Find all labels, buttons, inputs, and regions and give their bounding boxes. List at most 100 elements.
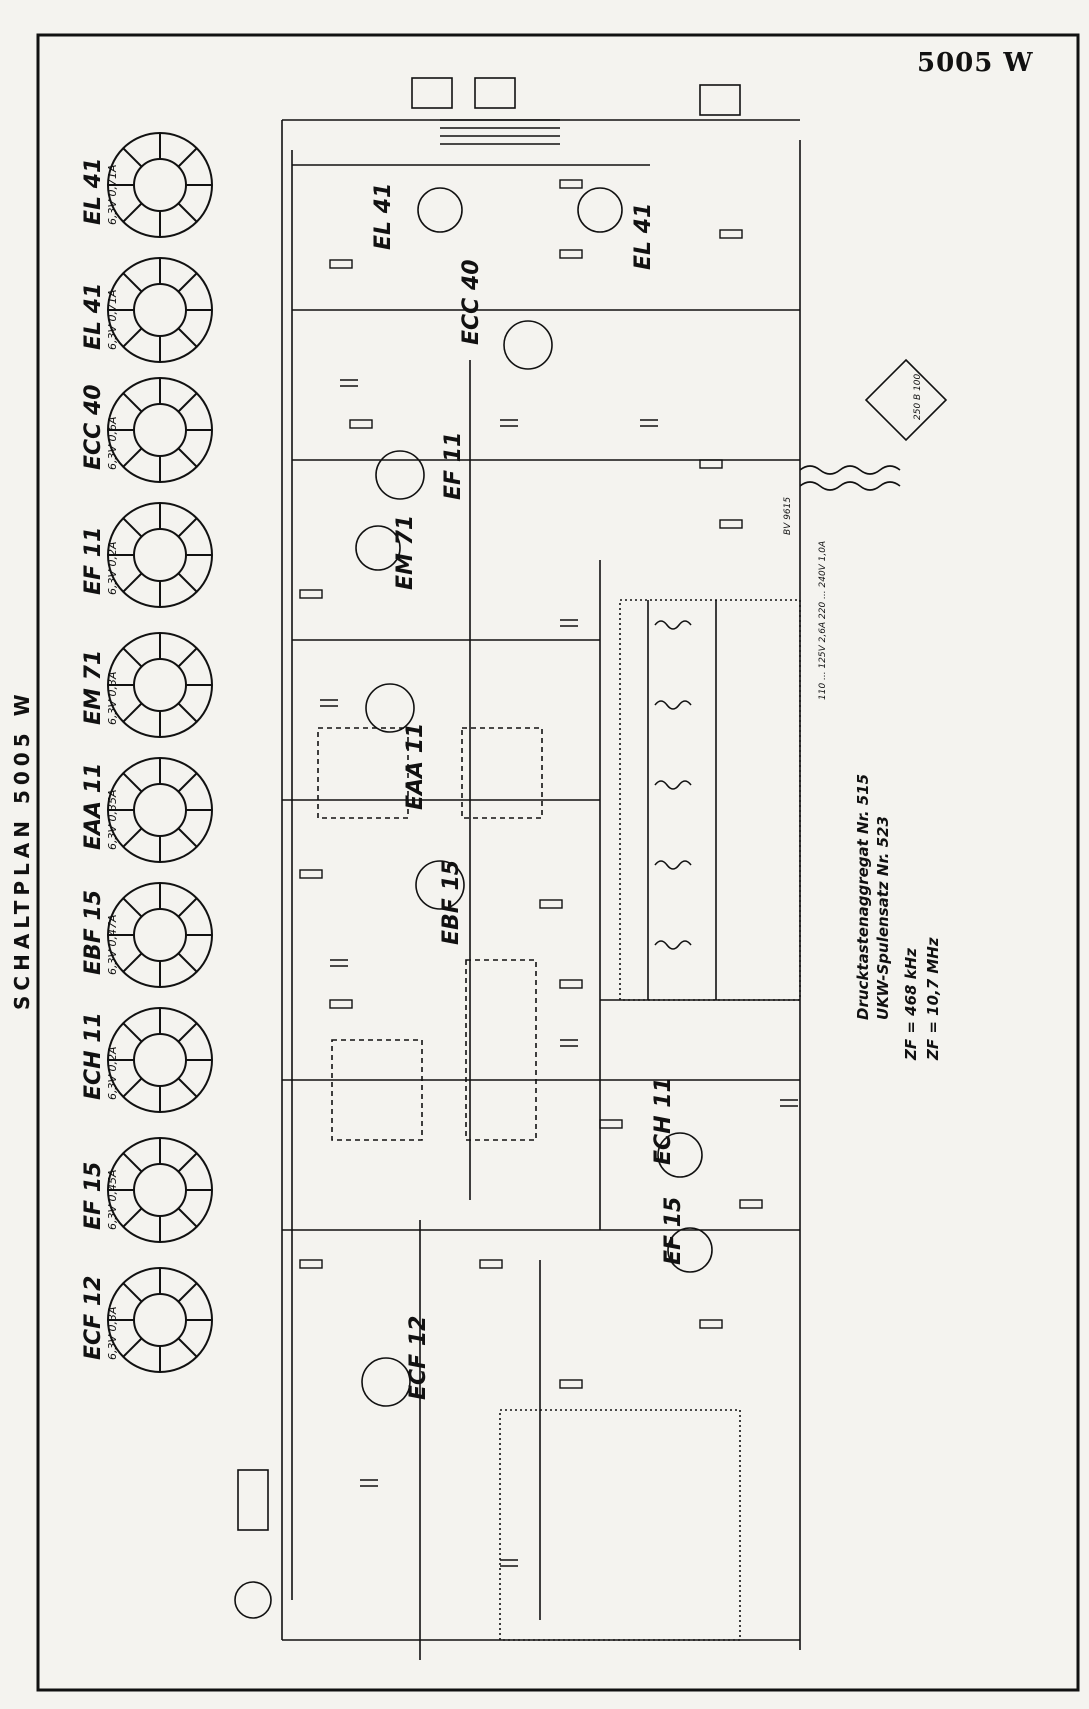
- label-rectifier: 250 B 100: [913, 373, 923, 420]
- label-eaa11: EAA 11: [403, 723, 428, 810]
- frame: [36, 33, 1080, 1692]
- tube-pin: [122, 202, 143, 223]
- tube-pin: [122, 1077, 143, 1098]
- resistor-symbol: [299, 869, 323, 879]
- note-if-fm: ZF = 10,7 MHz: [924, 937, 942, 1061]
- tube-pin: [122, 772, 143, 793]
- tube-spec: 6,3V 0,6A: [106, 416, 119, 470]
- tube-pin: [177, 1022, 198, 1043]
- tube-pin: [177, 952, 198, 973]
- label-el41-b: EL 41: [631, 203, 656, 270]
- tube-pin: [122, 647, 143, 668]
- tube-pin: [122, 392, 143, 413]
- resistor-symbol: [699, 1319, 723, 1329]
- tube-pin: [122, 517, 143, 538]
- resistor-symbol: [559, 249, 583, 259]
- resistor-symbol: [559, 979, 583, 989]
- passive-components: [299, 179, 798, 1567]
- tube-spec: 6,3V 0,2A: [106, 541, 119, 595]
- tube-pin: [122, 447, 143, 468]
- label-ef15: EF 15: [661, 1197, 686, 1265]
- resistor-symbol: [329, 999, 353, 1009]
- label-ecf12: ECF 12: [406, 1316, 431, 1400]
- tube-pin: [122, 1282, 143, 1303]
- tube-envelope: [133, 1033, 187, 1087]
- resistor-symbol: [299, 589, 323, 599]
- tube-pin: [177, 327, 198, 348]
- label-transformer-taps: 110 ... 125V 2,6A 220 ... 240V 1,0A: [818, 541, 828, 700]
- tube-pin: [122, 327, 143, 348]
- label-ebf15: EBF 15: [439, 860, 464, 945]
- notes: Drucktastenaggregat Nr. 515 UKW-Spulensa…: [854, 774, 942, 1061]
- resistor-symbol: [349, 419, 373, 429]
- tube-spec: 6,3V 0,71A: [106, 289, 119, 350]
- note-fm-unit: UKW-Spulensatz Nr. 523: [874, 816, 892, 1020]
- tube-name: EL 41: [81, 158, 106, 225]
- tube-spec: 6,3V 0,3A: [106, 1306, 119, 1360]
- tube-pin: [122, 272, 143, 293]
- tube-name: EM 71: [81, 650, 106, 725]
- label-el41-a: EL 41: [371, 183, 396, 250]
- circuit-tube-labels: EL 41 EL 41 ECC 40 EF 11 EM 71 EAA 11 EB…: [371, 183, 923, 1400]
- resistor-symbol: [599, 1119, 623, 1129]
- label-em71: EM 71: [393, 515, 418, 590]
- tube-name: EAA 11: [81, 763, 106, 850]
- tube-pin: [177, 897, 198, 918]
- tube-pin: [122, 572, 143, 593]
- tube-envelope: [133, 908, 187, 962]
- tube-spec: 6,3V 0,47A: [106, 914, 119, 975]
- circuit-wiring: [234, 77, 948, 1660]
- model-label: 5005 W: [917, 48, 1034, 78]
- tube-pin: [122, 1207, 143, 1228]
- tube-pin: [177, 1337, 198, 1358]
- tube-envelope: [133, 1163, 187, 1217]
- tube-envelope: [133, 658, 187, 712]
- tube-pin: [177, 392, 198, 413]
- tube-name: EF 15: [81, 1162, 106, 1230]
- tube-spec: 6,3V 0,35A: [106, 789, 119, 850]
- tube-pin: [122, 1022, 143, 1043]
- resistor-symbol: [739, 1199, 763, 1209]
- tube-pin: [177, 647, 198, 668]
- tube-envelope: [133, 1293, 187, 1347]
- resistor-symbol: [559, 1379, 583, 1389]
- tube-spec: 6,3V 0,3A: [106, 671, 119, 725]
- label-ech11: ECH 11: [651, 1077, 676, 1165]
- tube-name: EL 41: [81, 283, 106, 350]
- resistor-symbol: [559, 179, 583, 189]
- tube-envelope: [133, 528, 187, 582]
- label-bv: BV 9615: [783, 497, 793, 535]
- tube-pin: [177, 517, 198, 538]
- tube-pin: [122, 702, 143, 723]
- tube-pin: [177, 1207, 198, 1228]
- tube-pin: [177, 147, 198, 168]
- tube-envelope: [133, 158, 187, 212]
- tube-spec: 6,3V 0,45A: [106, 1169, 119, 1230]
- tube-envelope: [133, 783, 187, 837]
- tube-pin: [177, 702, 198, 723]
- tube-name: ECC 40: [81, 384, 106, 470]
- resistor-symbol: [719, 229, 743, 239]
- tube-name: ECF 12: [81, 1276, 106, 1360]
- tube-pin: [177, 772, 198, 793]
- tube-pin: [122, 1152, 143, 1173]
- tube-pin: [122, 827, 143, 848]
- label-ecc40: ECC 40: [459, 259, 484, 345]
- resistor-symbol: [479, 1259, 503, 1269]
- tube-pin: [122, 897, 143, 918]
- tube-name: EF 11: [81, 527, 106, 595]
- tube-pin: [122, 147, 143, 168]
- note-if-am: ZF = 468 kHz: [902, 948, 920, 1061]
- tube-envelope: [133, 283, 187, 337]
- tube-pin: [177, 1077, 198, 1098]
- note-pushbutton: Drucktastenaggregat Nr. 515: [854, 774, 872, 1020]
